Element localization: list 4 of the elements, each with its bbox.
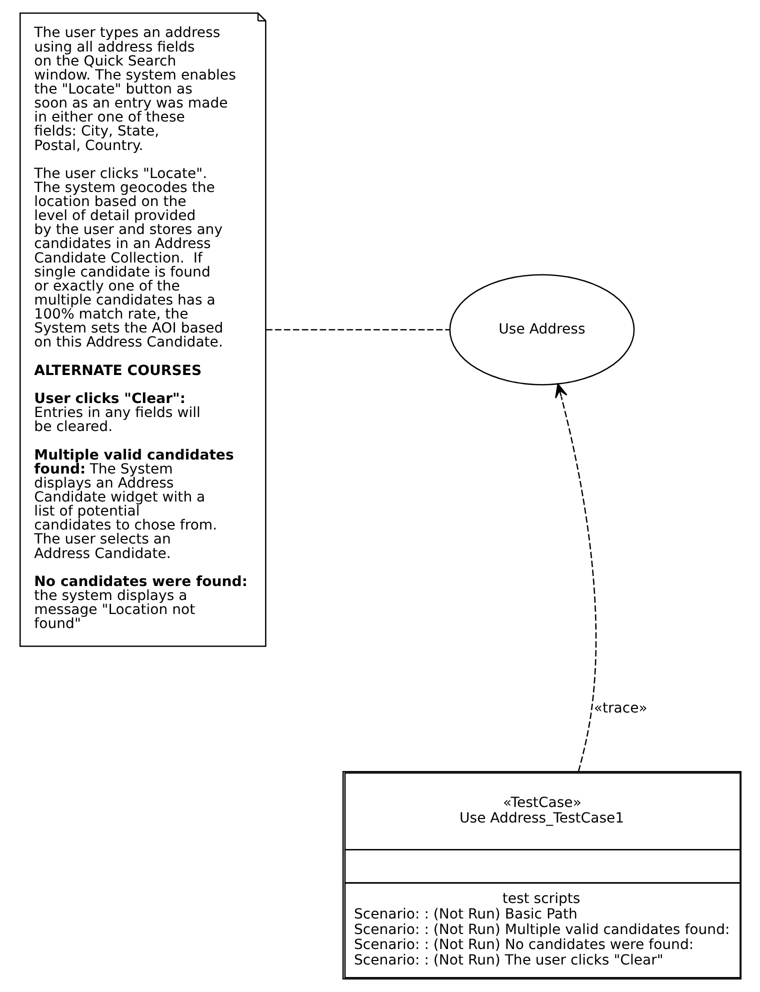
arrow xyxy=(554,384,596,772)
connector xyxy=(266,329,450,330)
edge-label: «trace» xyxy=(593,700,647,717)
node-ellipse: Use Address xyxy=(448,274,634,386)
